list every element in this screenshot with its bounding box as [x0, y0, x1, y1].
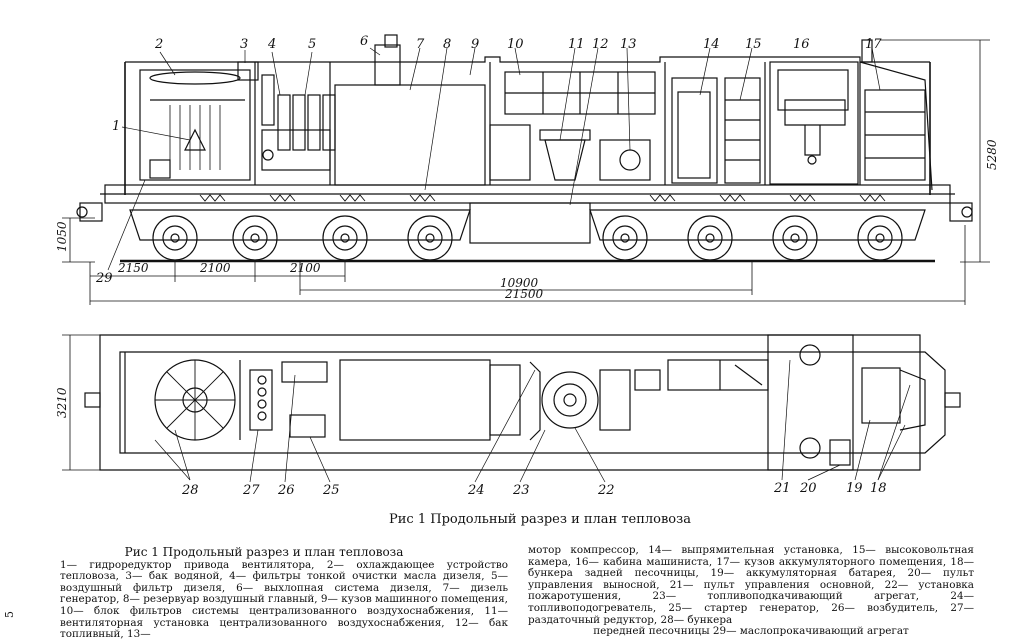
legend-right-last: передней песочницы 29— маслопрокачивающи…	[593, 625, 909, 638]
page-number: 5	[3, 611, 16, 618]
label-25: 25	[322, 483, 340, 498]
label-29: 29	[95, 271, 113, 286]
label-15: 15	[745, 37, 762, 52]
label-13: 13	[620, 37, 637, 52]
legend-right: мотор компрессор, 14— выпрямительная уст…	[528, 544, 974, 638]
label-19: 19	[846, 481, 863, 496]
dim-2100a: 2100	[199, 261, 231, 275]
legend-left-body: 1— гидроредуктор привода вентилятора, 2—…	[60, 558, 508, 641]
label-9: 9	[471, 37, 479, 52]
label-20: 20	[799, 481, 817, 496]
locomotive-drawing: 1 2 3 4 5 6 7 8 9 10 11 12 13 14 15 16 1…	[55, 34, 999, 498]
label-8: 8	[443, 37, 451, 52]
label-18: 18	[870, 481, 887, 496]
dim-10900: 10900	[500, 276, 539, 290]
label-14: 14	[703, 37, 720, 52]
dim-21500: 21500	[504, 287, 544, 301]
label-24: 24	[467, 483, 485, 498]
label-17: 17	[865, 37, 882, 52]
dim-3210: 3210	[55, 387, 69, 418]
caption-repeat: Рис 1 Продольный разрез и план тепловоза	[124, 545, 404, 559]
elevation-view	[62, 34, 990, 305]
label-7: 7	[416, 37, 425, 52]
label-28: 28	[181, 483, 199, 498]
dim-5280: 5280	[985, 139, 999, 170]
label-21: 21	[773, 481, 791, 496]
label-11: 11	[568, 37, 585, 52]
label-2: 2	[154, 37, 163, 52]
label-4: 4	[267, 37, 276, 52]
label-1: 1	[112, 119, 120, 134]
label-10: 10	[507, 37, 524, 52]
legend-left: Рис 1 Продольный разрез и план тепловоза…	[60, 546, 508, 641]
legend-right-body: мотор компрессор, 14— выпрямительная уст…	[528, 544, 974, 626]
label-12: 12	[592, 37, 609, 52]
label-22: 22	[597, 483, 615, 498]
figure-caption: Рис 1 Продольный разрез и план тепловоза	[389, 512, 691, 527]
legend-left-text: Рис 1 Продольный разрез и план тепловоза…	[60, 546, 508, 641]
dim-1050: 1050	[55, 221, 69, 252]
dim-2100b: 2100	[289, 261, 321, 275]
label-16: 16	[793, 37, 810, 52]
label-26: 26	[277, 483, 295, 498]
label-5: 5	[308, 37, 316, 52]
label-23: 23	[512, 483, 530, 498]
plan-view	[62, 334, 961, 483]
label-3: 3	[240, 37, 248, 52]
label-6: 6	[360, 34, 368, 49]
label-27: 27	[242, 483, 260, 498]
dim-2150: 2150	[117, 261, 149, 275]
